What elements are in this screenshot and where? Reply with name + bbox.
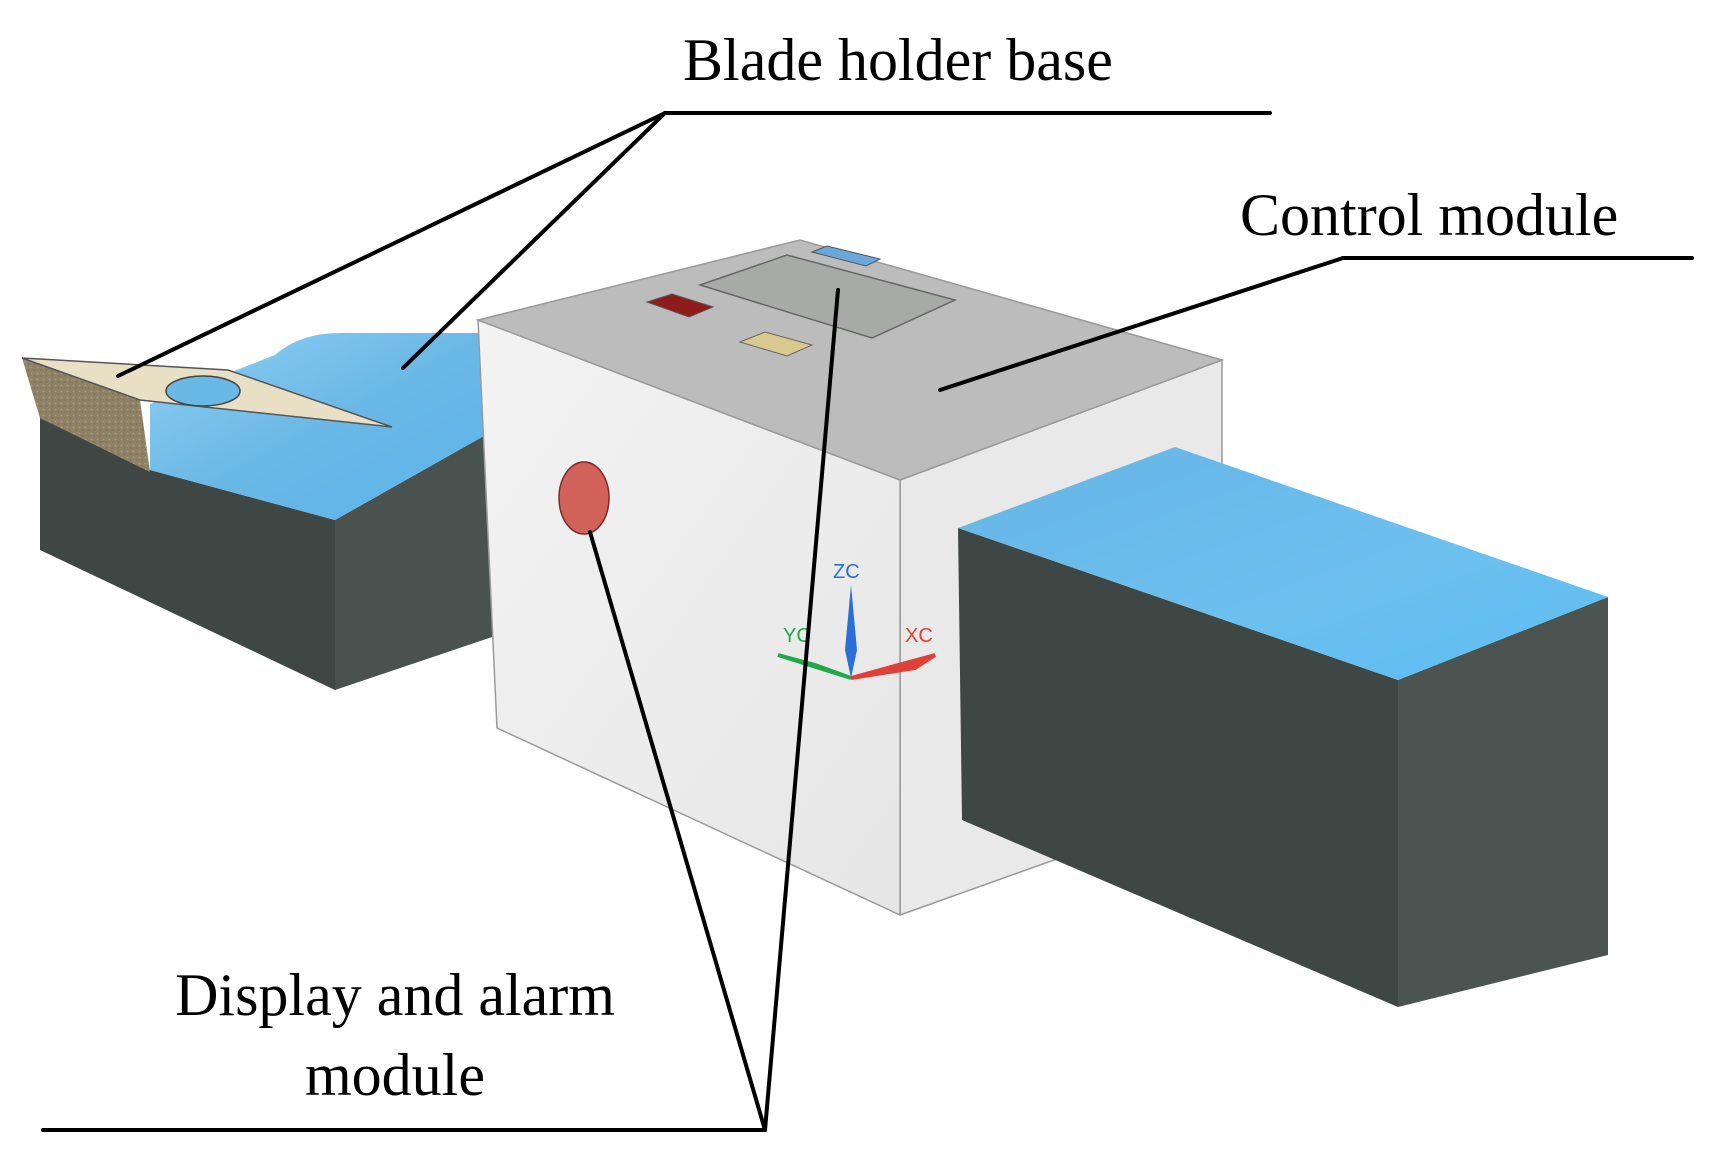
leader-blade-to-base [401, 111, 667, 370]
red-button [645, 293, 715, 318]
axis-x-label: XC [905, 625, 933, 647]
blue-button [810, 245, 882, 267]
axis-z-label: ZC [833, 561, 860, 583]
axis-y-arrow [777, 653, 852, 680]
leader-lines [41, 111, 1694, 1132]
display-screen [697, 254, 958, 339]
shank-top-face [958, 447, 1608, 680]
label-display-alarm-line1: Display and alarm [175, 962, 615, 1028]
blade-holder-front-face [40, 418, 335, 690]
shank-side-face [1398, 597, 1608, 1007]
label-blade-holder-base: Blade holder base [683, 27, 1113, 93]
axis-x-arrow [850, 653, 937, 680]
leader-blade-to-insert [116, 111, 667, 378]
blade-holder [21, 333, 498, 690]
blade-clamp-hole [165, 375, 241, 407]
leader-display-to-alarm [588, 530, 767, 1132]
axis-z-arrow [845, 585, 857, 678]
blade-holder-side-face [335, 428, 498, 690]
label-control-module: Control module [1240, 182, 1618, 248]
shank-front-face [958, 528, 1398, 1007]
axis-triad: ZC YC XC [777, 561, 937, 680]
leader-display-to-screen [763, 288, 840, 1132]
label-display-alarm-line2: module [305, 1042, 485, 1108]
blade-insert-side [22, 358, 150, 472]
beige-button [738, 331, 814, 357]
leader-control-to-housing [938, 256, 1345, 392]
tool-shank [958, 447, 1608, 1007]
alarm-lamp [558, 461, 610, 535]
axis-y-label: YC [783, 625, 811, 647]
